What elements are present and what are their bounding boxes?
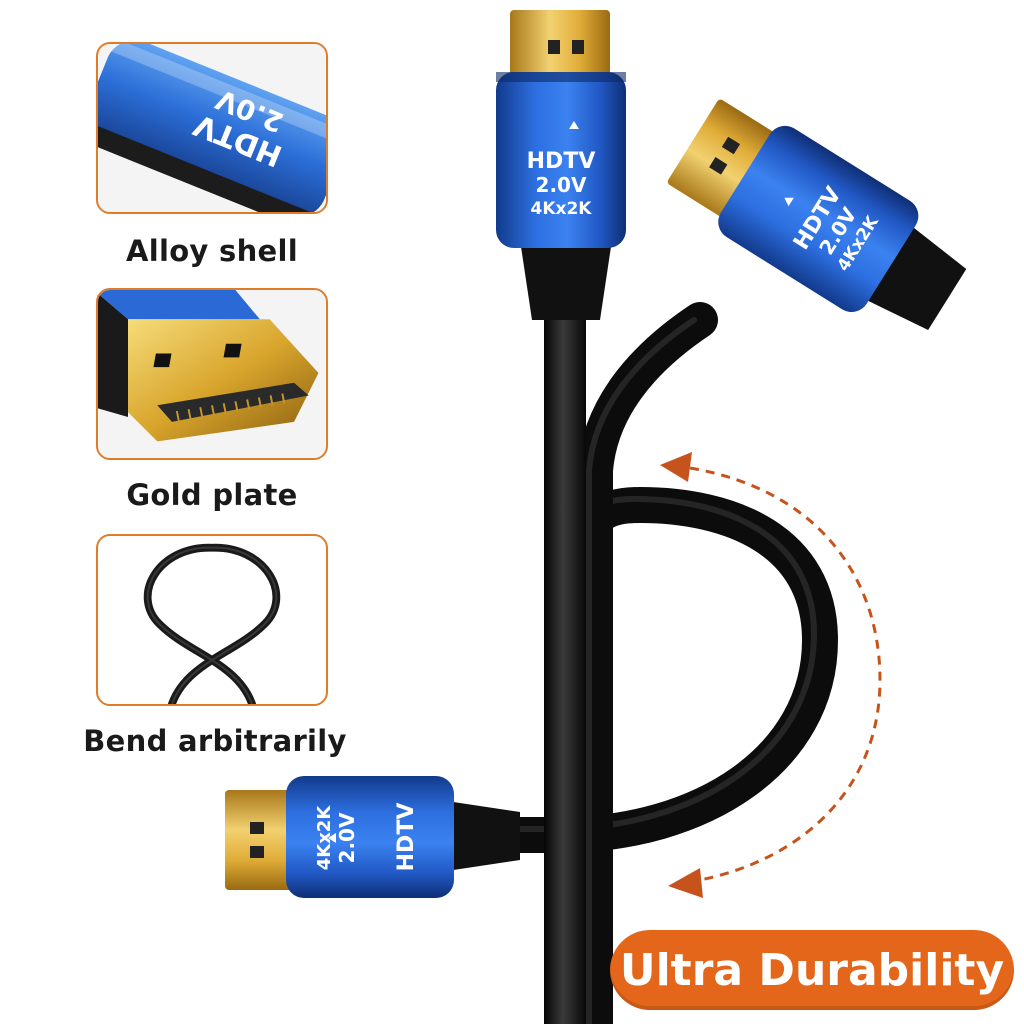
right-hdmi-connector: HDTV 2.0V 4Kx2K (667, 99, 967, 331)
main-cable (544, 320, 586, 1024)
bottom-connector-text-line1: HDTV (394, 803, 419, 872)
triangle-marker-icon (328, 833, 336, 843)
bottom-hdmi-connector: HDTV 4Kx2K 2.0V (225, 776, 520, 898)
ultra-durability-badge: Ultra Durability (610, 930, 1014, 1010)
feature-label-bend-arbitrarily: Bend arbitrarily (83, 724, 347, 758)
feature-card-bend-arbitrarily (96, 534, 328, 706)
triangle-marker-icon (784, 197, 794, 207)
bottom-connector-text-line2: 2.0V (335, 812, 359, 863)
feature-label-gold-plate: Gold plate (126, 478, 298, 512)
top-connector-text-line1: HDTV (527, 149, 596, 174)
looped-cable-image (98, 536, 326, 704)
bottom-connector-text-line3: 4Kx2K (314, 805, 335, 871)
triangle-marker-icon (569, 121, 579, 129)
top-hdmi-connector: HDTV 2.0V 4Kx2K (496, 10, 626, 320)
feature-card-alloy-shell: HDTV 2.0V (96, 42, 328, 214)
gold-plated-connector-closeup-image (98, 290, 326, 458)
feature-card-gold-plate (96, 288, 328, 460)
top-connector-text-line2: 2.0V (536, 173, 587, 197)
bend-arrow-icon (660, 452, 882, 898)
alloy-shell-closeup-image: HDTV 2.0V (98, 44, 326, 212)
top-connector-text-line3: 4Kx2K (531, 199, 593, 219)
feature-label-alloy-shell: Alloy shell (125, 234, 298, 268)
